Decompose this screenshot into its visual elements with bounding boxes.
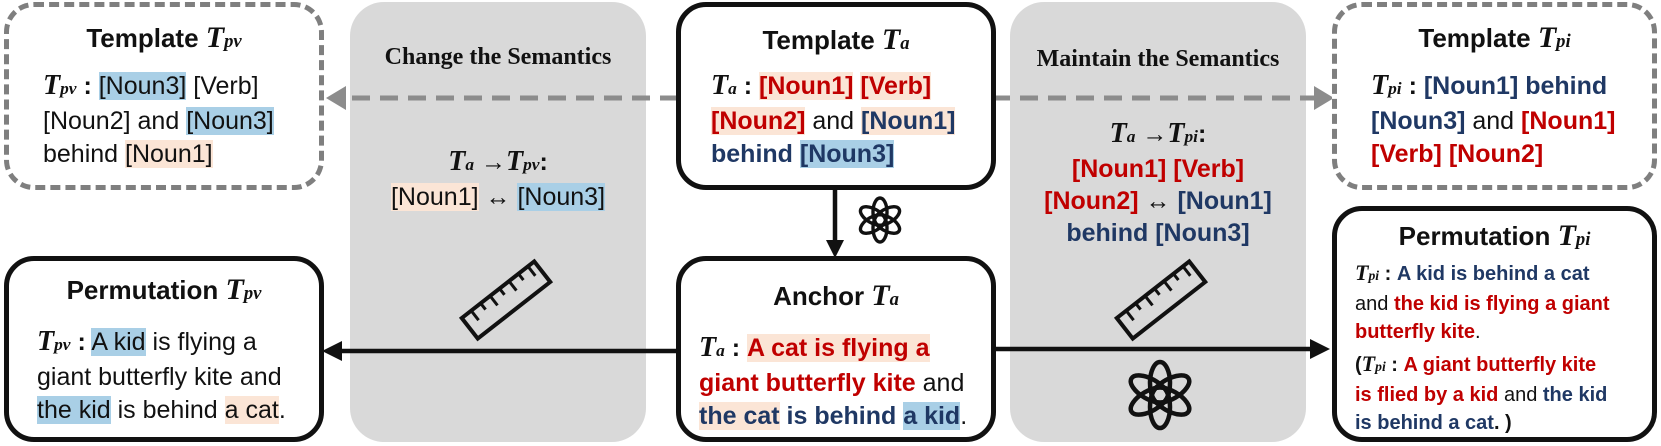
template-pi-content: Tpi : [Noun1] behind [Noun3] and [Noun1]… [1371, 70, 1616, 168]
template-a-box: Template Ta Ta : [Noun1] [Verb] [Noun2] … [676, 2, 996, 190]
maintain-semantics-title: Maintain the Semantics [1036, 46, 1280, 72]
mapping-pv: Ta →Tpv: [Noun1] ↔ [Noun3] [390, 146, 606, 211]
maintain-semantics-panel [1010, 2, 1306, 442]
template-pv-title: Template Tpv [86, 21, 242, 54]
dashed-arrow-right [992, 86, 1334, 110]
permutation-pi-content: Tpi : A kid is behind a cat and the kid … [1355, 260, 1610, 434]
template-a-content: Ta : [Noun1] [Verb] [Noun2] and [Noun1] … [711, 70, 956, 168]
ruler-icon [1113, 258, 1209, 342]
change-semantics-panel [350, 2, 646, 442]
dashed-arrow-left [326, 86, 678, 110]
anchor-content: Ta : A cat is flying a giant butterfly k… [699, 332, 968, 430]
change-semantics-title: Change the Semantics [384, 44, 612, 70]
permutation-pv-content: Tpv : A kid is flying a giant butterfly … [37, 326, 286, 424]
template-pi-title: Template Tpi [1418, 21, 1571, 54]
ruler-icon [458, 258, 554, 342]
anchor-title: Anchor Ta [773, 279, 899, 312]
arrow-left [322, 341, 676, 361]
permutation-pv-box: Permutation Tpv Tpv : A kid is flying a … [4, 256, 324, 442]
openai-logo-icon [858, 196, 902, 244]
permutation-pi-box: Permutation Tpi Tpi : A kid is behind a … [1332, 206, 1657, 442]
template-a-title: Template Ta [762, 23, 910, 56]
openai-logo-icon [1128, 359, 1192, 431]
template-pv-content: Tpv : [Noun3] [Verb] [Noun2] and [Noun3]… [43, 70, 274, 168]
arrow-down [826, 188, 844, 258]
permutation-pv-title: Permutation Tpv [66, 273, 262, 306]
permutation-pi-title: Permutation Tpi [1398, 219, 1591, 252]
template-pv-box: Template Tpv Tpv : [Noun3] [Verb] [Noun2… [4, 2, 324, 190]
template-pi-box: Template Tpi Tpi : [Noun1] behind [Noun3… [1332, 2, 1657, 190]
arrow-right [996, 339, 1330, 359]
mapping-pi: Ta →Tpi: [Noun1] [Verb] [Noun2] ↔ [Noun1… [1044, 118, 1272, 247]
anchor-box: Anchor Ta Ta : A cat is flying a giant b… [676, 256, 996, 442]
template-pv-symbol: Tpv [43, 70, 77, 101]
